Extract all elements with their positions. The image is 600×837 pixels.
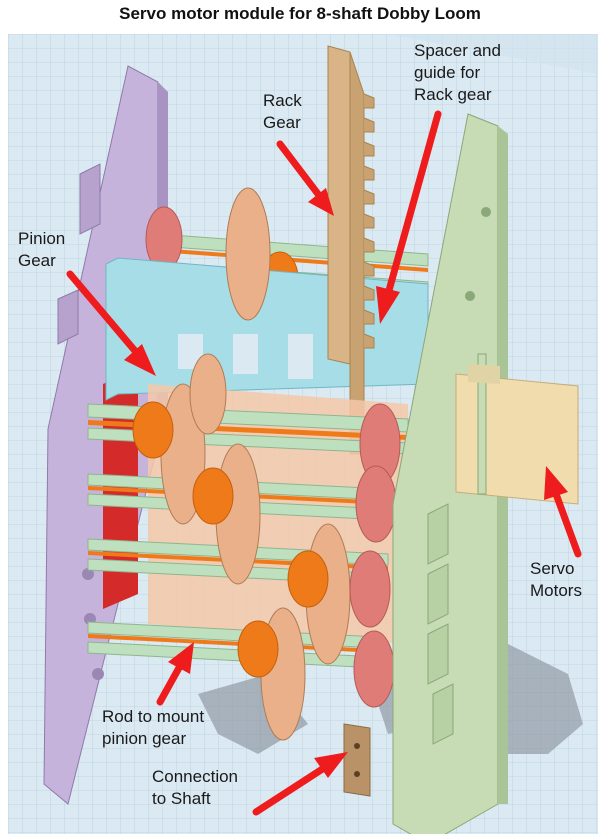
arrow-spacer xyxy=(384,110,442,298)
annotation-arrows xyxy=(66,110,582,816)
arrow-rack xyxy=(276,140,322,198)
shaft-connection xyxy=(343,723,371,797)
label-connection-line-1: Connection xyxy=(152,767,239,786)
label-servo-motors: Servo Motors xyxy=(530,558,582,602)
label-spacer-line-3: Rack gear xyxy=(414,85,492,104)
label-connection: Connection to Shaft xyxy=(152,766,238,810)
orange-collars xyxy=(132,401,329,678)
label-servo-line-2: Motors xyxy=(530,581,582,600)
arrow-servo xyxy=(552,490,582,558)
diagram-title: Servo motor module for 8-shaft Dobby Loo… xyxy=(119,4,481,23)
right-plate xyxy=(392,113,508,834)
label-rack-line-2: Gear xyxy=(263,113,301,132)
arrow-rod xyxy=(156,662,184,706)
label-rod: Rod to mount pinion gear xyxy=(102,706,204,750)
label-pinion-line-1: Pinion xyxy=(18,229,66,248)
label-rack-line-1: Rack xyxy=(263,91,302,110)
label-rod-line-2: pinion gear xyxy=(102,729,187,748)
label-pinion-gear: Pinion Gear xyxy=(18,228,65,272)
label-spacer-guide: Spacer and guide for Rack gear xyxy=(414,40,501,106)
rack-gear xyxy=(327,45,375,455)
label-spacer-line-2: guide for xyxy=(414,63,481,82)
arrow-connection xyxy=(252,764,328,816)
label-servo-line-1: Servo xyxy=(530,559,575,578)
label-connection-line-2: to Shaft xyxy=(152,789,211,808)
label-spacer-line-1: Spacer and xyxy=(414,41,501,60)
loom-module-render xyxy=(8,34,598,834)
label-rod-line-1: Rod to mount xyxy=(102,707,205,726)
red-wheels xyxy=(349,403,401,708)
arrow-pinion xyxy=(66,270,140,356)
label-rack-gear: Rack Gear xyxy=(263,90,302,134)
label-pinion-line-2: Gear xyxy=(18,251,56,270)
